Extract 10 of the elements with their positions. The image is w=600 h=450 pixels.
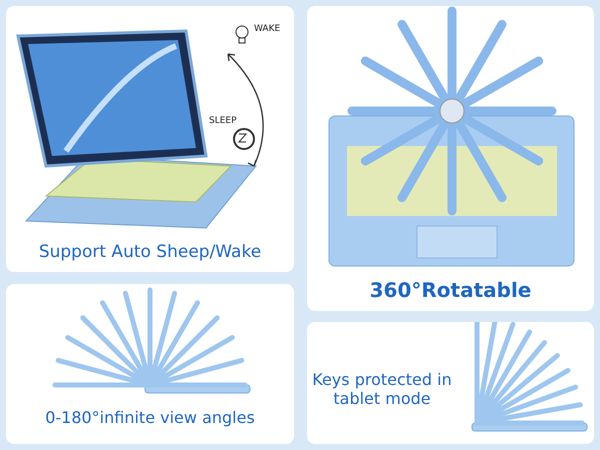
product-panel [6,6,294,272]
feature-caption: 360°Rotatable [368,278,532,302]
product-panel [6,284,294,444]
product-panel [307,322,594,444]
state-label: SLEEP [209,116,237,126]
feature-caption: Keys protected in tablet mode [311,370,453,408]
state-label: WAKE [254,24,280,34]
feature-caption: 0-180°infinite view angles [44,408,256,427]
product-panel [307,6,594,311]
feature-caption: Support Auto Sheep/Wake [38,242,262,262]
